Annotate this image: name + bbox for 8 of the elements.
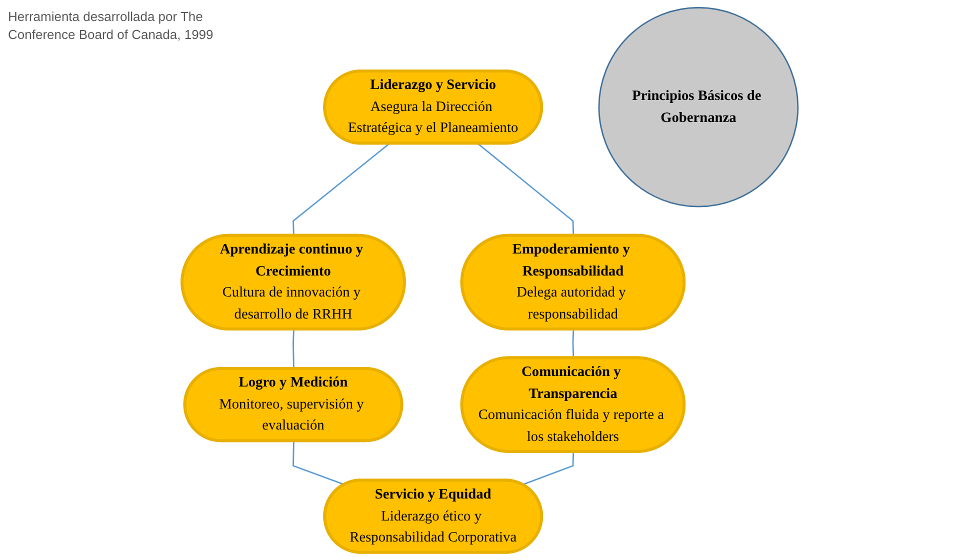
node-circle: Principios Básicos de Gobernanza bbox=[598, 6, 799, 208]
connector bbox=[522, 452, 574, 486]
connector bbox=[572, 329, 574, 358]
connector bbox=[478, 143, 574, 236]
connector bbox=[292, 143, 390, 236]
source-note: Herramienta desarrollada por The Conference Board of Canada, 1999 bbox=[8, 8, 214, 44]
connector bbox=[292, 329, 294, 369]
connector bbox=[292, 441, 345, 486]
